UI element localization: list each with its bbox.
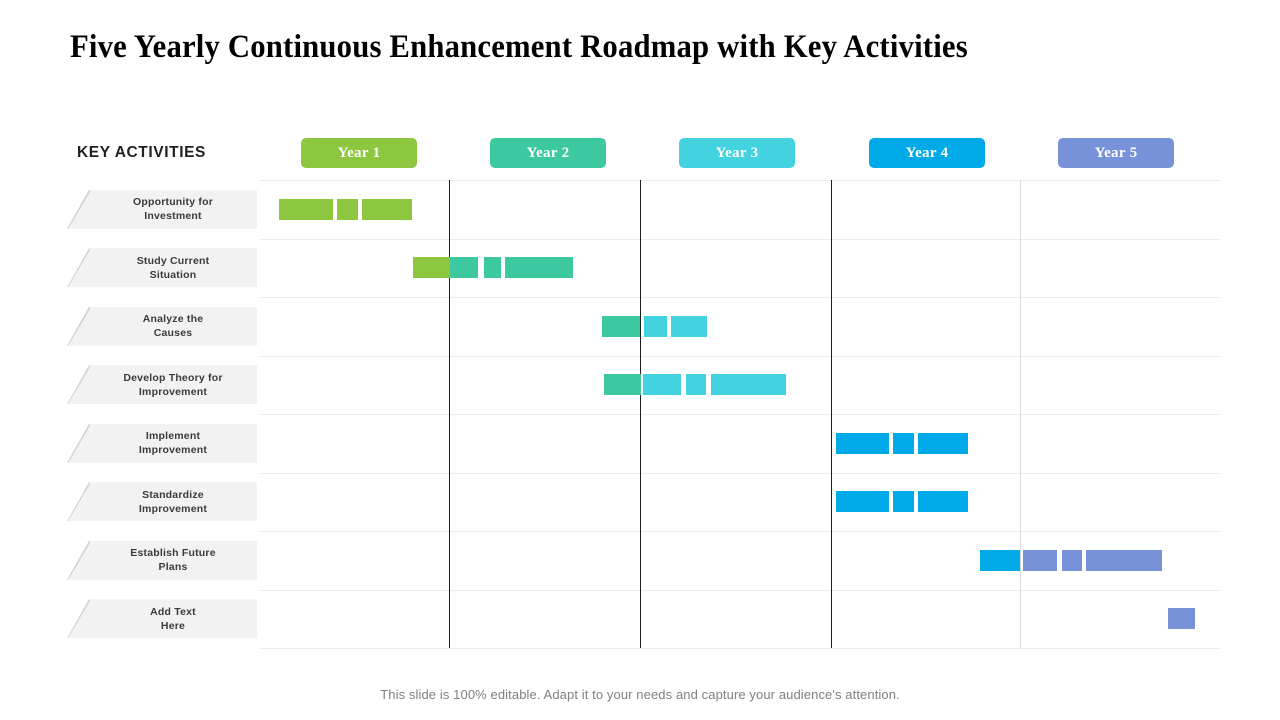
gantt-bar-r3-s2[interactable]	[644, 315, 667, 337]
row-separator	[260, 531, 1220, 532]
gantt-bar-r7-s4[interactable]	[1086, 549, 1162, 571]
gantt-bar-r2-s2[interactable]	[450, 257, 478, 279]
gantt-bar-r1-s2[interactable]	[337, 198, 358, 220]
row-separator	[260, 414, 1220, 415]
gantt-bar-r1-s1[interactable]	[279, 198, 333, 220]
folded-corner-icon	[67, 306, 90, 346]
row-separator	[260, 648, 1220, 649]
activity-label-line1: Standardize	[142, 488, 204, 501]
plot-top-border	[260, 180, 1220, 181]
activity-label-line2: Here	[160, 619, 186, 632]
footer-note: This slide is 100% editable. Adapt it to…	[380, 687, 900, 702]
year-header-2[interactable]: Year 2	[490, 138, 606, 168]
key-activities-heading: KEY ACTIVITIES	[77, 144, 206, 161]
column-divider-2	[640, 180, 641, 648]
year-header-4[interactable]: Year 4	[869, 138, 985, 168]
row-separator	[260, 297, 1220, 298]
folded-corner-icon	[67, 599, 90, 639]
activity-label-line2: Improvement	[138, 502, 208, 515]
activity-label-line2: Investment	[144, 210, 202, 223]
gantt-bar-r3-s1[interactable]	[602, 315, 640, 337]
activity-label-line2: Improvement	[138, 444, 208, 457]
activity-label-line2: Causes	[153, 327, 193, 340]
activity-label-line2: Improvement	[138, 385, 208, 398]
folded-corner-icon	[67, 365, 90, 405]
year-header-label: Year 1	[337, 144, 381, 161]
activity-label-line1: Analyze the	[142, 313, 204, 326]
activity-label-line1: Develop Theory for	[123, 371, 223, 384]
page-title: Five Yearly Continuous Enhancement Roadm…	[70, 29, 968, 65]
gantt-bar-r2-s1[interactable]	[413, 257, 450, 279]
activity-label-line1: Opportunity for	[133, 196, 213, 209]
gantt-bar-r3-s3[interactable]	[671, 315, 707, 337]
gantt-bar-r6-s2[interactable]	[893, 491, 914, 513]
row-separator	[260, 239, 1220, 240]
column-divider-3	[831, 180, 832, 648]
gantt-bar-r7-s3[interactable]	[1062, 549, 1082, 571]
activity-label-line1: Establish Future	[130, 547, 216, 560]
activity-label-line1: Add Text	[150, 605, 196, 618]
gantt-bar-r2-s4[interactable]	[505, 257, 573, 279]
gantt-plot-area	[260, 180, 1220, 649]
row-separator	[260, 590, 1220, 591]
folded-corner-icon	[67, 540, 90, 580]
year-header-label: Year 5	[1094, 144, 1138, 161]
gantt-bar-r5-s1[interactable]	[836, 432, 889, 454]
year-header-1[interactable]: Year 1	[301, 138, 417, 168]
activity-label-line1: Study Current	[136, 254, 210, 267]
gantt-bar-r4-s2[interactable]	[643, 374, 681, 396]
folded-corner-icon	[67, 189, 90, 229]
gantt-bar-r6-s1[interactable]	[836, 491, 889, 513]
gantt-bar-r4-s3[interactable]	[686, 374, 706, 396]
year-header-label: Year 4	[905, 144, 949, 161]
gantt-bar-r8-s1[interactable]	[1168, 608, 1195, 630]
activity-label-line2: Situation	[149, 268, 197, 281]
gantt-bar-r5-s3[interactable]	[918, 432, 968, 454]
gantt-bar-r7-s2[interactable]	[1023, 549, 1057, 571]
gantt-bar-r5-s2[interactable]	[893, 432, 914, 454]
year-header-label: Year 3	[715, 144, 759, 161]
year-header-3[interactable]: Year 3	[679, 138, 795, 168]
gantt-bar-r1-s3[interactable]	[362, 198, 412, 220]
gantt-bar-r6-s3[interactable]	[918, 491, 968, 513]
gantt-bar-r7-s1[interactable]	[980, 549, 1020, 571]
year-header-5[interactable]: Year 5	[1058, 138, 1174, 168]
gantt-bar-r4-s1[interactable]	[604, 374, 641, 396]
folded-corner-icon	[67, 248, 90, 288]
column-divider-4	[1020, 180, 1021, 648]
column-divider-1	[449, 180, 450, 648]
activity-label-line1: Implement	[145, 430, 201, 443]
gantt-bar-r4-s4[interactable]	[711, 374, 786, 396]
folded-corner-icon	[67, 482, 90, 522]
row-separator	[260, 473, 1220, 474]
row-separator	[260, 356, 1220, 357]
folded-corner-icon	[67, 423, 90, 463]
activity-label-line2: Plans	[158, 561, 188, 574]
gantt-bar-r2-s3[interactable]	[484, 257, 501, 279]
year-header-label: Year 2	[526, 144, 570, 161]
